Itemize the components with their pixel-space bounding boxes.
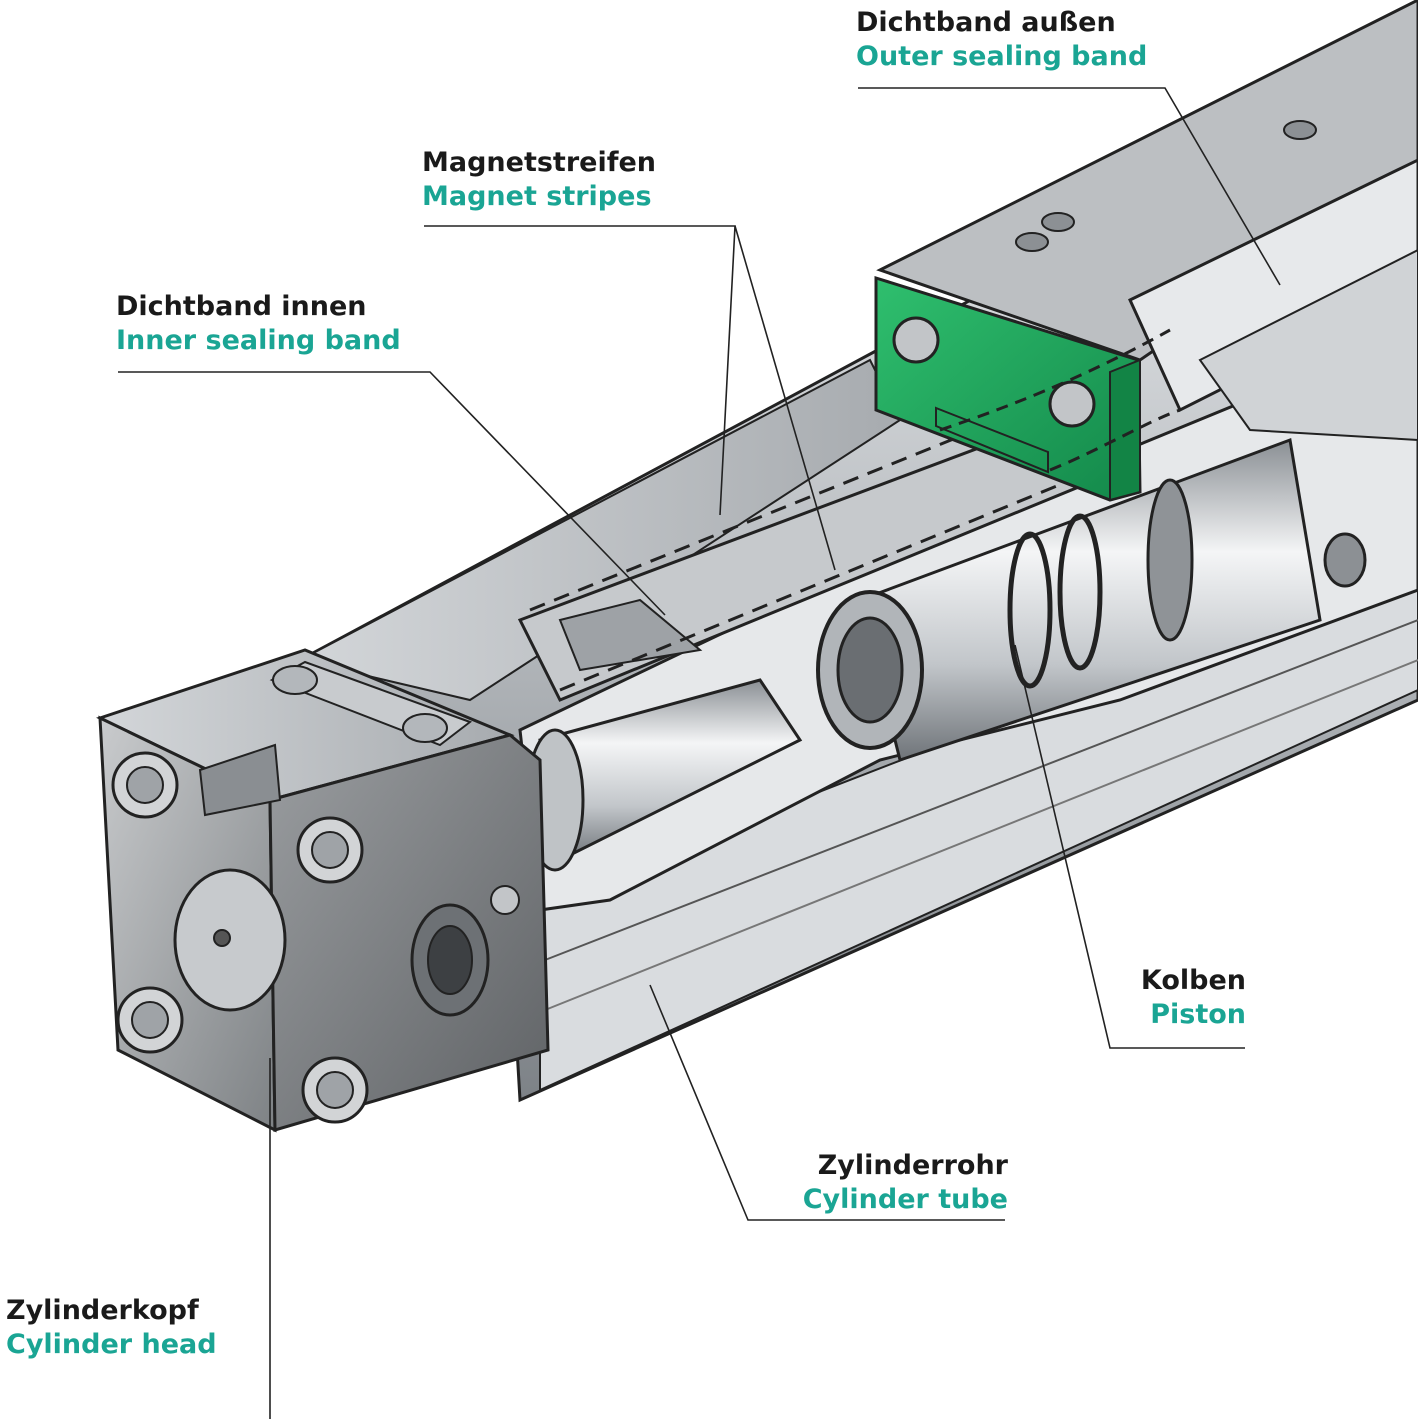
leader-tube: [649, 984, 1005, 1221]
label-inner-sealing-band-en: Inner sealing band: [116, 325, 401, 356]
carriage-end-plate: [874, 275, 1181, 502]
label-piston-en: Piston: [1150, 999, 1246, 1030]
label-cylinder-tube-en: Cylinder tube: [802, 1184, 1008, 1215]
leader-lines: [118, 87, 1281, 1419]
inner-sealing-band: [517, 398, 1123, 702]
label-cylinder-head-en: Cylinder head: [6, 1329, 217, 1360]
label-cylinder-head: Zylinderkopf Cylinder head: [6, 1294, 217, 1362]
cylinder-head: [96, 648, 550, 1133]
piston: [816, 437, 1367, 762]
leader-piston: [1014, 644, 1245, 1049]
label-outer-sealing-band: Dichtband außen Outer sealing band: [856, 6, 1147, 74]
label-inner-sealing-band: Dichtband innen Inner sealing band: [116, 290, 401, 358]
label-piston-de: Kolben: [1140, 965, 1246, 996]
label-outer-sealing-band-de: Dichtband außen: [856, 7, 1116, 38]
label-cylinder-tube: Zylinderrohr Cylinder tube: [788, 1149, 1008, 1217]
label-piston: Kolben Piston: [1118, 964, 1246, 1032]
label-cylinder-head-de: Zylinderkopf: [6, 1295, 199, 1326]
label-cylinder-tube-de: Zylinderrohr: [817, 1150, 1008, 1181]
label-magnet-stripes-en: Magnet stripes: [422, 181, 652, 212]
label-magnet-stripes-de: Magnetstreifen: [422, 147, 656, 178]
leader-inner-band: [118, 371, 666, 616]
label-magnet-stripes: Magnetstreifen Magnet stripes: [422, 146, 656, 214]
outer-sealing-band-carriage: [876, 0, 1418, 442]
leader-outer-band: [858, 87, 1281, 286]
label-inner-sealing-band-de: Dichtband innen: [116, 291, 367, 322]
label-outer-sealing-band-en: Outer sealing band: [856, 41, 1148, 72]
leader-magnet-2: [734, 225, 836, 571]
